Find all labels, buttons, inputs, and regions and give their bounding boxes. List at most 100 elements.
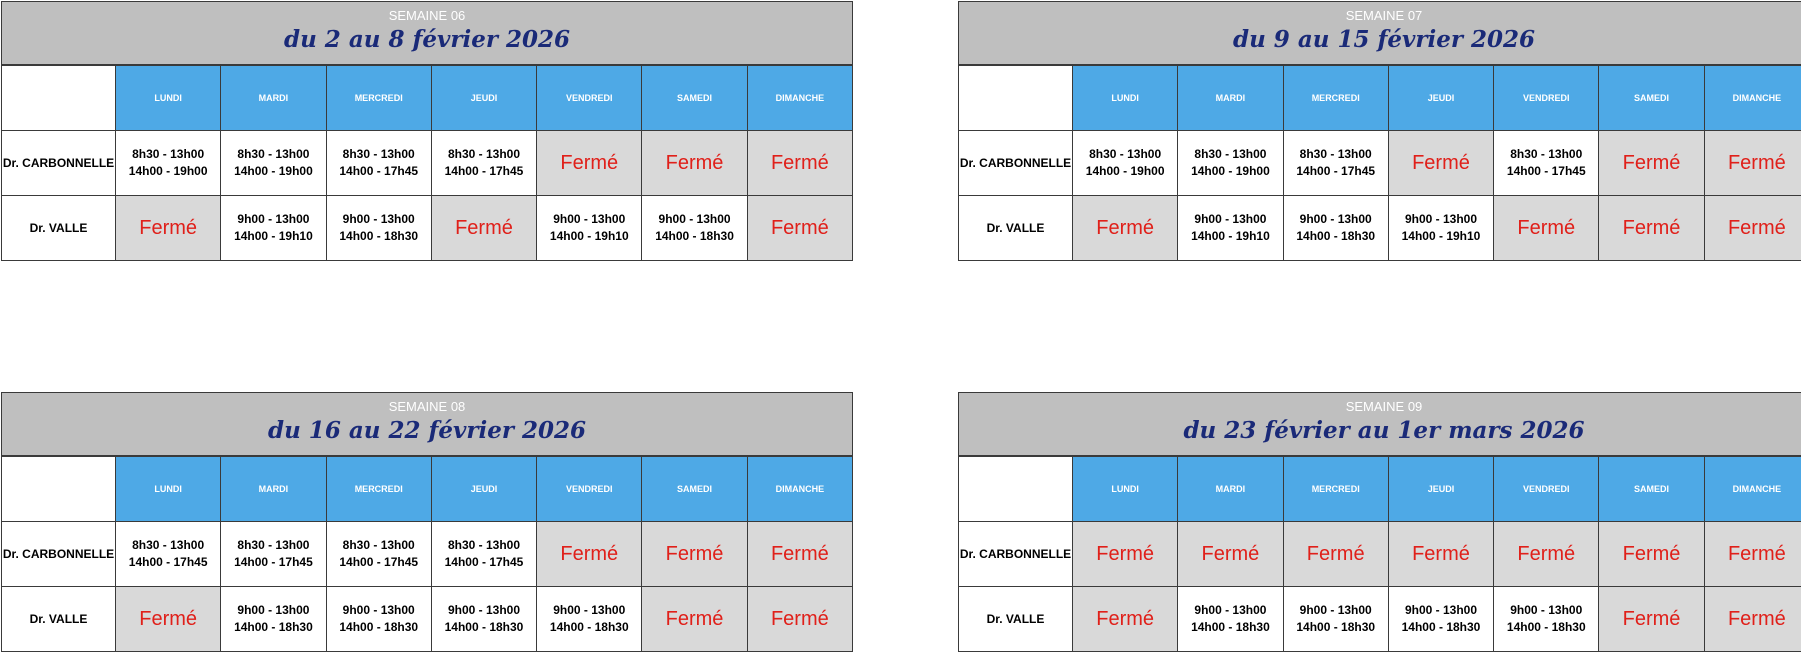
morning-hours: 8h30 - 13h00: [237, 538, 310, 552]
day-header: LUNDI: [1071, 456, 1179, 522]
hours-cell: 8h30 - 13h00 14h00 - 17h45: [325, 130, 432, 196]
morning-hours: 9h00 - 13h00: [1404, 603, 1477, 617]
doctor-name: Dr. CARBONNELLE: [958, 521, 1073, 587]
afternoon-hours: 14h00 - 18h30: [1191, 620, 1270, 634]
day-header: MARDI: [1177, 65, 1284, 131]
morning-hours: 9h00 - 13h00: [237, 603, 310, 617]
afternoon-hours: 14h00 - 18h30: [1506, 620, 1586, 634]
afternoon-hours: 14h00 - 18h30: [1401, 620, 1481, 634]
afternoon-hours: 14h00 - 17h45: [339, 164, 419, 178]
morning-hours: 9h00 - 13h00: [553, 212, 626, 226]
day-header: LUNDI: [114, 456, 222, 522]
corner-cell: [958, 456, 1073, 522]
morning-hours: 8h30 - 13h00: [1089, 147, 1162, 161]
morning-hours: 9h00 - 13h00: [1299, 212, 1372, 226]
closed-cell: Fermé: [746, 195, 854, 261]
week-label: SEMAINE 08: [388, 399, 466, 414]
closed-cell: Fermé: [114, 586, 222, 652]
morning-hours: 9h00 - 13h00: [1510, 603, 1583, 617]
day-header: VENDREDI: [536, 456, 643, 522]
corner-cell: [1, 65, 116, 131]
closed-cell: Fermé: [1598, 130, 1705, 196]
afternoon-hours: 14h00 - 19h10: [1401, 229, 1481, 243]
closed-cell: Fermé: [746, 586, 854, 652]
afternoon-hours: 14h00 - 18h30: [339, 229, 419, 243]
hours-cell: 9h00 - 13h00 14h00 - 18h30: [1387, 586, 1495, 652]
afternoon-hours: 14h00 - 19h00: [234, 164, 313, 178]
closed-cell: Fermé: [536, 130, 643, 196]
day-header: SAMEDI: [641, 456, 748, 522]
morning-hours: 9h00 - 13h00: [1194, 212, 1267, 226]
closed-cell: Fermé: [536, 521, 643, 587]
morning-hours: 8h30 - 13h00: [1194, 147, 1267, 161]
afternoon-hours: 14h00 - 19h10: [549, 229, 629, 243]
afternoon-hours: 14h00 - 18h30: [444, 620, 524, 634]
afternoon-hours: 14h00 - 18h30: [1296, 620, 1376, 634]
morning-hours: 9h00 - 13h00: [342, 603, 415, 617]
closed-cell: Fermé: [641, 586, 748, 652]
day-header: JEUDI: [1387, 65, 1495, 131]
closed-cell: Fermé: [1177, 521, 1284, 587]
week-label: SEMAINE 07: [1345, 8, 1423, 23]
closed-cell: Fermé: [1703, 130, 1801, 196]
closed-cell: Fermé: [1703, 195, 1801, 261]
closed-cell: Fermé: [1071, 195, 1179, 261]
closed-cell: Fermé: [1493, 195, 1600, 261]
day-header: DIMANCHE: [1703, 456, 1801, 522]
day-header: LUNDI: [1071, 65, 1179, 131]
day-header: MERCREDI: [1282, 456, 1389, 522]
day-header: VENDREDI: [536, 65, 643, 131]
closed-cell: Fermé: [1598, 521, 1705, 587]
closed-cell: Fermé: [1493, 521, 1600, 587]
morning-hours: 8h30 - 13h00: [342, 147, 415, 161]
closed-cell: Fermé: [1282, 521, 1389, 587]
doctor-name: Dr. VALLE: [1, 195, 116, 261]
morning-hours: 9h00 - 13h00: [1194, 603, 1267, 617]
afternoon-hours: 14h00 - 17h45: [444, 555, 524, 569]
closed-cell: Fermé: [1598, 195, 1705, 261]
week-label: SEMAINE 09: [1345, 399, 1423, 414]
afternoon-hours: 14h00 - 17h45: [1506, 164, 1586, 178]
day-header: JEUDI: [430, 65, 538, 131]
day-header: MARDI: [1177, 456, 1284, 522]
afternoon-hours: 14h00 - 19h00: [1085, 164, 1165, 178]
morning-hours: 8h30 - 13h00: [447, 538, 520, 552]
afternoon-hours: 14h00 - 19h00: [128, 164, 208, 178]
day-header: JEUDI: [1387, 456, 1495, 522]
closed-cell: Fermé: [430, 195, 538, 261]
closed-cell: Fermé: [1071, 586, 1179, 652]
day-header: SAMEDI: [1598, 456, 1705, 522]
afternoon-hours: 14h00 - 17h45: [1296, 164, 1376, 178]
closed-cell: Fermé: [1598, 586, 1705, 652]
morning-hours: 8h30 - 13h00: [342, 538, 415, 552]
closed-cell: Fermé: [1387, 130, 1495, 196]
afternoon-hours: 14h00 - 18h30: [234, 620, 313, 634]
doctor-name: Dr. CARBONNELLE: [958, 130, 1073, 196]
week-date-range: du 2 au 8 février 2026: [284, 26, 570, 53]
